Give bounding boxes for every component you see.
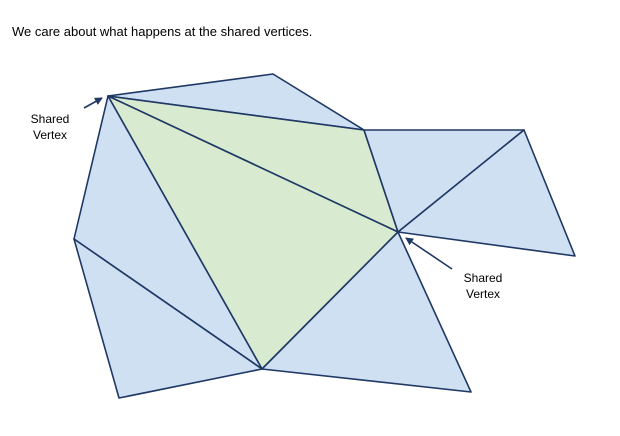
arrow-to-left-vertex (83, 97, 103, 109)
diagram-caption: We care about what happens at the shared… (12, 24, 313, 39)
shared-vertex-label-left: Shared Vertex (22, 111, 78, 143)
triangle-bottom-left (73, 238, 263, 399)
shared-vertex-label-right-line2: Vertex (465, 287, 501, 301)
shared-vertex-label-right: Shared Vertex (455, 270, 511, 302)
shared-vertex-label-left-line1: Shared (30, 112, 70, 126)
shared-vertex-label-left-line2: Vertex (32, 128, 68, 142)
shared-vertex-label-right-line1: Shared (463, 271, 503, 285)
arrow-to-right-vertex (405, 237, 453, 270)
triangle-right-lower (397, 129, 576, 257)
triangle-bottom-right (261, 231, 472, 393)
